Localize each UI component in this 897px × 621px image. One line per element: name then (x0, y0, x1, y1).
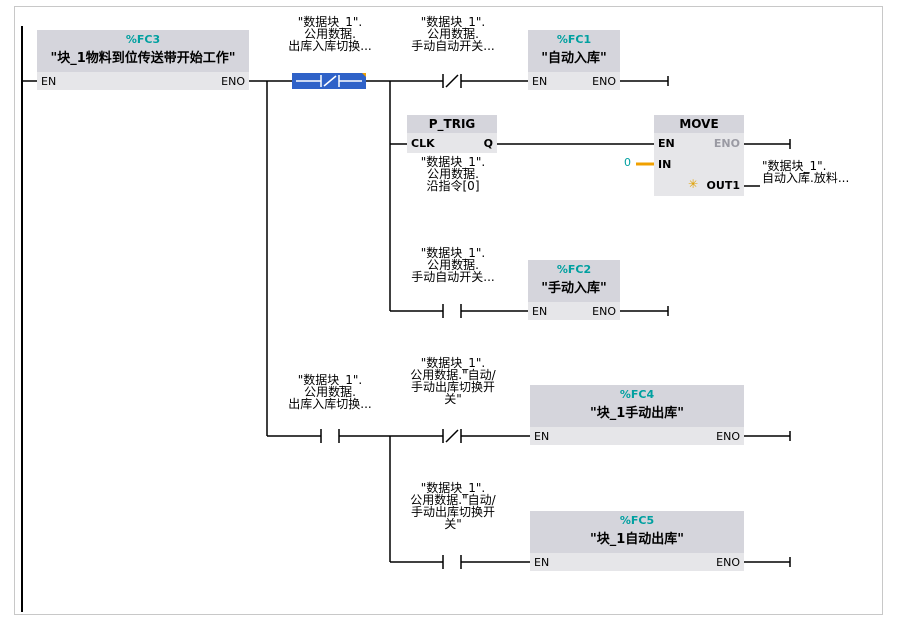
contact-2-tag: "数据块_1".公用数据.手动自动开关... (411, 15, 495, 53)
move-eno-pin: ENO (713, 137, 740, 150)
p-trig-clk-pin: CLK (411, 137, 435, 150)
p-trig-q-pin: Q (483, 137, 493, 150)
p-trig-name: P_TRIG (428, 117, 476, 131)
fc2-name: "手动入库" (541, 281, 607, 296)
contact-6-no[interactable] (442, 555, 462, 569)
fc5-en-pin: EN (534, 556, 550, 569)
fc5-block[interactable]: %FC5 "块_1自动出库" EN ENO (530, 511, 744, 571)
fc1-number: %FC1 (556, 33, 592, 46)
fc3-number: %FC3 (125, 33, 161, 46)
contact-1-tag: "数据块_1".公用数据.出库入库切换... (288, 15, 372, 53)
move-out1-tag: "数据块_1".自动入库.放料... (762, 159, 850, 185)
contact-4-no[interactable] (320, 429, 340, 443)
fc2-block[interactable]: %FC2 "手动入库" EN ENO (528, 260, 620, 320)
fc5-name: "块_1自动出库" (589, 532, 685, 547)
fc2-en-pin: EN (532, 305, 548, 318)
fc2-number: %FC2 (556, 263, 592, 276)
fc1-name: "自动入库" (541, 51, 607, 66)
p-trig-block[interactable]: P_TRIG CLK Q (407, 115, 497, 153)
contact-5-nc[interactable] (442, 429, 462, 443)
move-block[interactable]: MOVE EN ENO IN OUT1 ✳ (654, 115, 744, 196)
contact-6-tag: "数据块_1".公用数据."自动/手动出库切换开关" (410, 481, 496, 531)
fc4-eno-pin: ENO (716, 430, 740, 443)
fc3-block[interactable]: %FC3 "块_1物料到位传送带开始工作" EN ENO (37, 30, 249, 90)
fc1-block[interactable]: %FC1 "自动入库" EN ENO (528, 30, 620, 90)
fc4-en-pin: EN (534, 430, 550, 443)
move-in-pin: IN (658, 158, 672, 171)
move-en-pin: EN (658, 137, 675, 150)
asterisk-icon: ✳ (688, 177, 699, 191)
move-in-value[interactable]: 0 (624, 156, 631, 169)
contact-2-nc[interactable] (442, 74, 462, 88)
fc2-eno-pin: ENO (592, 305, 616, 318)
fc4-name: "块_1手动出库" (589, 406, 685, 421)
contact-5-tag: "数据块_1".公用数据."自动/手动出库切换开关" (410, 356, 496, 406)
fc4-block[interactable]: %FC4 "块_1手动出库" EN ENO (530, 385, 744, 445)
move-out1-pin: OUT1 (706, 179, 740, 192)
contact-3-tag: "数据块_1".公用数据.手动自动开关... (411, 246, 495, 284)
fc3-eno-pin: ENO (221, 75, 245, 88)
fc3-name: "块_1物料到位传送带开始工作" (50, 51, 236, 66)
contact-1-nc-selected[interactable] (292, 73, 366, 89)
contact-3-no[interactable] (442, 304, 462, 318)
network-frame (14, 6, 883, 615)
fc1-en-pin: EN (532, 75, 548, 88)
p-trig-tag: "数据块_1".公用数据.沿指令[0] (420, 155, 486, 193)
move-name: MOVE (679, 117, 719, 131)
contact-4-tag: "数据块_1".公用数据.出库入库切换... (288, 373, 372, 411)
fc5-eno-pin: ENO (716, 556, 740, 569)
fc3-en-pin: EN (41, 75, 57, 88)
fc1-eno-pin: ENO (592, 75, 616, 88)
fc4-number: %FC4 (619, 388, 655, 401)
fc5-number: %FC5 (619, 514, 655, 527)
